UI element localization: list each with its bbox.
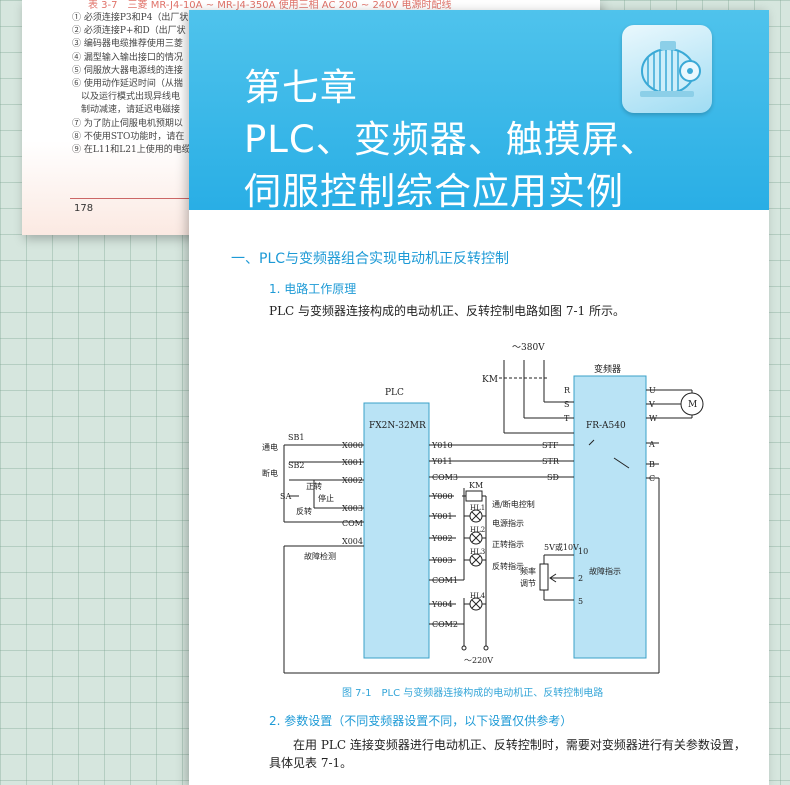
terminal-c: C <box>649 474 655 483</box>
terminal-r: R <box>564 386 571 395</box>
terminal-sd: SD <box>547 473 559 482</box>
note-item: ⑥ 使用动作延迟时间（从揣 <box>72 79 183 90</box>
input-label: 通电 <box>262 442 278 452</box>
input-x004: X004 <box>342 537 363 546</box>
note-item: ⑦ 为了防止伺服电机预期以 <box>72 118 183 129</box>
note-item: ⑧ 不使用STO功能时，请在 <box>72 131 185 142</box>
circuit-diagram: ～380V KM 变频器 PLC FX2N-32MR FR-A540 M R S… <box>262 343 704 674</box>
plc-model: FX2N-32MR <box>369 421 426 431</box>
paragraph: 在用 PLC 连接变频器进行电动机正、反转控制时，需要对变频器进行有关参数设置，… <box>269 736 746 772</box>
vfd-label: 变频器 <box>594 363 621 375</box>
input-label: 反转 <box>296 506 312 516</box>
chapter-title: 第七章 PLC、变频器、触摸屏、 伺服控制综合应用实例 <box>244 62 658 218</box>
paragraph-line: 在用 PLC 连接变频器进行电动机正、反转控制时，需要对变频器进行有关参数设置， <box>269 738 746 752</box>
out-y011: Y011 <box>431 457 453 466</box>
chapter-title-line: PLC、变频器、触摸屏、 <box>244 118 658 161</box>
out-y002: Y002 <box>431 534 453 543</box>
lamp-name: HL1 <box>470 504 485 512</box>
terminal-5: 5 <box>578 597 583 606</box>
out-y010: Y010 <box>431 441 453 450</box>
out-com3: COM3 <box>432 473 458 482</box>
vfd-model: FR-A540 <box>586 421 626 431</box>
input-sb1: SB1 <box>288 433 304 442</box>
input-label: 断电 <box>262 468 278 478</box>
input-com: COM <box>342 519 363 528</box>
km-label: KM <box>482 375 498 385</box>
out-y004: Y004 <box>431 600 453 609</box>
lamp-name: HL3 <box>470 548 485 556</box>
note-item: 制动减速，请延迟电磁接 <box>72 105 181 116</box>
out-y001: Y001 <box>431 512 453 521</box>
supply-380v: ～380V <box>512 343 545 353</box>
terminal-w: W <box>649 414 658 423</box>
terminal-stf: STF <box>542 441 559 450</box>
out-com1: COM1 <box>432 576 458 585</box>
figure-caption: 图 7-1 PLC 与变频器连接构成的电动机正、反转控制电路 <box>342 688 604 699</box>
note-item: ④ 漏型输入输出接口的情况 <box>72 52 183 63</box>
terminal-v: V <box>648 400 655 409</box>
motor-icon <box>622 25 712 113</box>
paragraph-line: 具体见表 7-1。 <box>269 756 353 770</box>
paragraph: PLC 与变频器连接构成的电动机正、反转控制电路如图 7-1 所示。 <box>269 304 625 318</box>
lamp-name: HL2 <box>470 526 485 534</box>
input-sa: SA <box>280 492 291 501</box>
back-page-table-title: 表 3-7 三菱 MR-J4-10A ~ MR-J4-350A 使用三相 AC … <box>88 0 452 11</box>
supply-220v: ～220V <box>464 656 493 665</box>
note-item: ⑤ 伺服放大器电源线的连接 <box>72 65 183 76</box>
terminal-str: STR <box>542 457 560 466</box>
section-title: 一、PLC与变频器组合实现电动机正反转控制 <box>231 251 510 267</box>
lamp-desc: 通/断电控制 <box>492 499 535 509</box>
subsection-title: 2. 参数设置（不同变频器设置不同，以下设置仅供参考） <box>269 714 573 728</box>
terminal-t: T <box>564 414 570 423</box>
input-label: 故障检测 <box>304 551 336 561</box>
out-com2: COM2 <box>432 620 458 629</box>
motor-label: M <box>688 400 697 410</box>
note-item: ① 必须连接P3和P4（出厂状 <box>72 13 189 23</box>
input-x001: X001 <box>342 458 363 467</box>
analog-note: 5V或10V <box>544 542 579 552</box>
fault-indicator-label: 故障指示 <box>589 566 621 576</box>
page-rule <box>70 198 200 199</box>
lamp-desc: 正转指示 <box>492 539 524 549</box>
input-label: 停止 <box>318 493 334 503</box>
terminal-a: A <box>648 440 655 449</box>
input-label: 正转 <box>306 481 322 491</box>
input-x002: X002 <box>342 476 363 485</box>
page-number: 178 <box>74 203 94 214</box>
input-sb2: SB2 <box>288 461 304 470</box>
terminal-2: 2 <box>578 574 583 583</box>
lamp-name: KM <box>469 481 483 490</box>
input-x000: X000 <box>342 441 363 450</box>
pot-label: 调节 <box>520 579 536 588</box>
lamp-name: HL4 <box>470 592 486 600</box>
terminal-s: S <box>564 400 569 409</box>
chapter-title-line: 第七章 <box>244 66 358 109</box>
terminal-10: 10 <box>578 547 588 556</box>
chapter-banner: 第七章 PLC、变频器、触摸屏、 伺服控制综合应用实例 <box>189 10 769 213</box>
out-y003: Y003 <box>431 556 453 565</box>
back-page-notes: ① 必须连接P3和P4（出厂状 ② 必须连接P+和D（出厂状 ③ 编码器电缆推荐… <box>72 12 197 157</box>
input-x003: X003 <box>342 504 363 513</box>
terminal-b: B <box>649 460 655 469</box>
lamp-desc: 反转指示 <box>492 561 524 571</box>
front-page: 第七章 PLC、变频器、触摸屏、 伺服控制综合应用实例 一、PLC与变频器组合实… <box>189 10 769 785</box>
terminal-u: U <box>649 386 656 395</box>
note-item: ② 必须连接P+和D（出厂状 <box>72 26 186 37</box>
note-item: ③ 编码器电缆推荐使用三菱 <box>72 39 183 50</box>
note-item: ⑨ 在L11和L21上使用的电缆 <box>72 145 191 156</box>
subsection-title: 1. 电路工作原理 <box>269 282 357 296</box>
plc-label: PLC <box>385 388 404 398</box>
out-y000: Y000 <box>431 492 453 501</box>
note-item: 以及运行模式出现异线电 <box>72 92 181 103</box>
pot-label: 频率 <box>520 566 536 576</box>
lamp-desc: 电源指示 <box>492 518 524 528</box>
chapter-title-line: 伺服控制综合应用实例 <box>244 170 624 213</box>
